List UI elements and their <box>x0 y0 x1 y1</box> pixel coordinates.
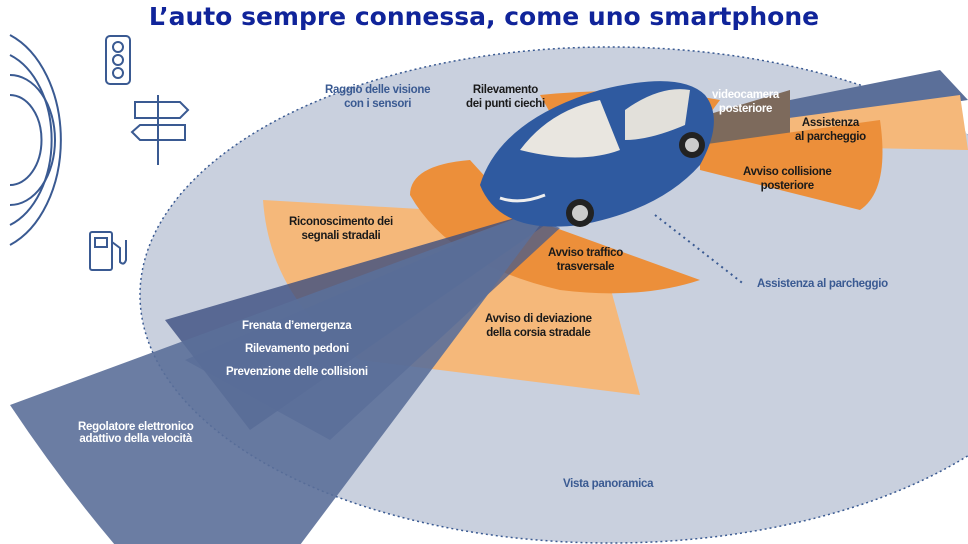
road-sign-label: Riconoscimento dei segnali stradali <box>289 215 393 243</box>
pedestrian-detection-label: Rilevamento pedoni <box>245 343 349 355</box>
traffic-light-icon <box>105 35 131 85</box>
collision-prevention-label: Prevenzione delle collisioni <box>226 366 368 378</box>
lane-departure-label: Avviso di deviazione della corsia stradal… <box>485 312 592 340</box>
label-line: dei punti ciechi <box>466 98 545 110</box>
label-line: posteriore <box>718 103 773 115</box>
fuel-pump-icon <box>89 231 127 271</box>
label-line: Raggio delle visione <box>325 84 431 96</box>
label-line: posteriore <box>760 180 815 192</box>
rear-parking-label: Assistenza al parcheggio <box>795 116 866 144</box>
label-line: Avviso collisione <box>743 166 832 178</box>
rear-camera-label: videocamera posteriore <box>712 88 779 116</box>
label-line: al parcheggio <box>795 131 866 143</box>
emergency-braking-label: Frenata d’emergenza <box>242 320 352 332</box>
label-line: Regolatore elettronico <box>78 421 194 433</box>
rear-camera-wedge <box>690 90 790 145</box>
wireless-signal-icon <box>9 34 62 246</box>
sensor-range-label: Raggio delle visione con i sensori <box>325 83 431 111</box>
label-line: videocamera <box>712 89 780 101</box>
panoramic-view-label: Vista panoramica <box>563 478 654 490</box>
cross-traffic-label: Avviso traffico trasversale <box>548 246 623 274</box>
page-title: L’auto sempre connessa, come uno smartph… <box>148 2 820 31</box>
label-line: della corsia stradale <box>486 327 591 339</box>
label-line: Avviso traffico <box>548 247 623 259</box>
signpost-icon <box>130 95 190 165</box>
rear-collision-wedge <box>700 120 883 210</box>
label-line: segnali stradali <box>301 230 381 242</box>
label-line: adattivo della velocità <box>79 433 193 445</box>
blind-spot-label: Rilevamento dei punti ciechi <box>466 83 545 111</box>
label-line: trasversale <box>556 261 615 273</box>
car-illustration <box>480 81 714 227</box>
label-line: Assistenza <box>801 117 859 129</box>
label-line: Avviso di deviazione <box>485 313 592 325</box>
label-line: con i sensori <box>344 98 412 110</box>
parking-assist-label: Assistenza al parcheggio <box>757 278 888 290</box>
label-line: Riconoscimento dei <box>289 216 393 228</box>
parking-assist-line <box>654 214 746 286</box>
rear-collision-label: Avviso collisione posteriore <box>743 165 832 193</box>
adaptive-cruise-beam <box>10 215 540 544</box>
label-line: Rilevamento <box>472 84 538 96</box>
